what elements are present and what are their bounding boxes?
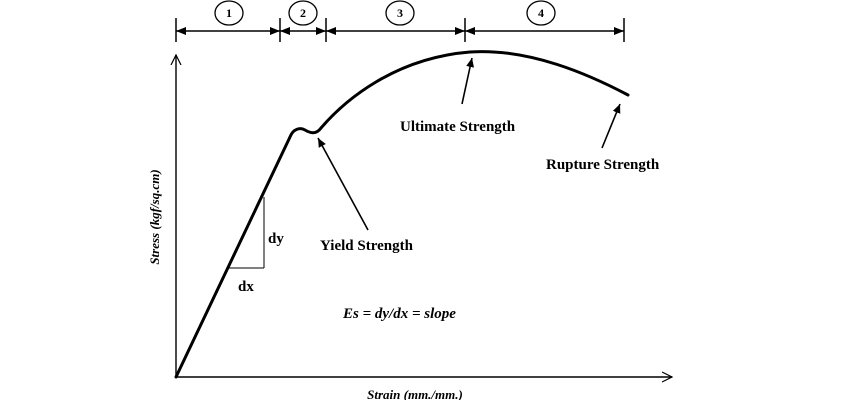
ultimate-strength-label: Ultimate Strength	[400, 119, 516, 135]
yield-strength-label: Yield Strength	[320, 238, 414, 254]
region-4-label: 4	[538, 6, 544, 20]
x-axis-label: Strain (mm./mm.)	[367, 387, 463, 400]
stress-strain-curve	[174, 50, 630, 379]
region-2-label: 2	[300, 6, 306, 20]
region-3-marker: 3	[385, 0, 415, 26]
region-4-marker: 4	[526, 0, 556, 26]
region-bracket	[175, 18, 625, 42]
y-axis-label: Stress (kgf/sq.cm)	[147, 169, 162, 264]
region-2-marker: 2	[288, 0, 318, 26]
yield-arrow	[317, 137, 369, 231]
modulus-formula: Es = dy/dx = slope	[342, 306, 456, 322]
region-3-label: 3	[397, 6, 403, 20]
region-1-label: 1	[226, 6, 232, 20]
rupture-arrow	[601, 103, 621, 149]
ultimate-arrow	[461, 57, 474, 105]
dx-label: dx	[238, 279, 254, 295]
dy-label: dy	[268, 231, 284, 247]
region-1-marker: 1	[214, 0, 244, 26]
rupture-strength-label: Rupture Strength	[546, 157, 660, 173]
slope-triangle	[229, 197, 265, 269]
